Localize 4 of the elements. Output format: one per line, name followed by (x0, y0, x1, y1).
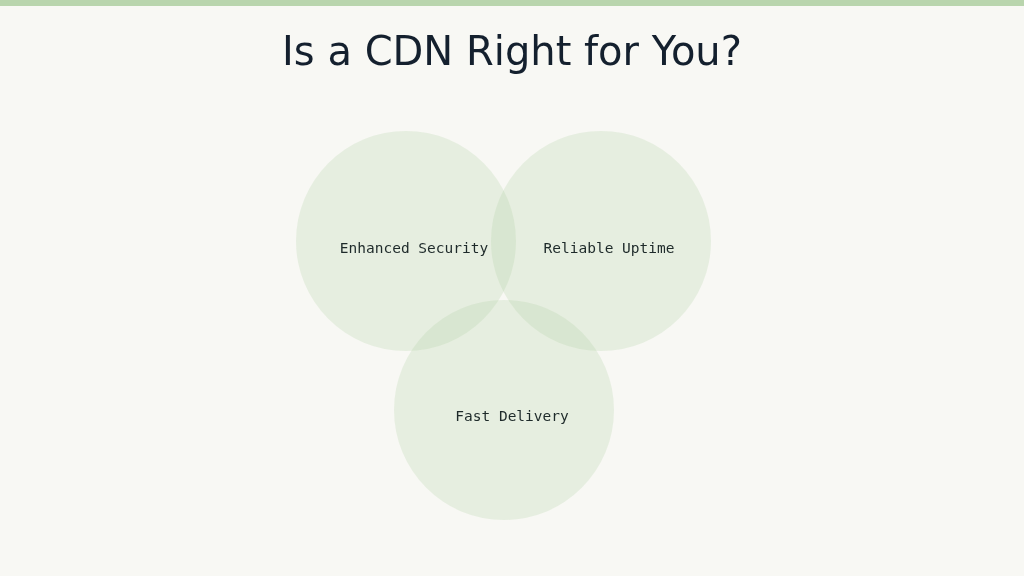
circle-label: Reliable Uptime (543, 240, 675, 256)
page-title: Is a CDN Right for You? (282, 28, 742, 74)
circle-label: Enhanced Security (339, 240, 489, 256)
circle-label: Fast Delivery (455, 408, 569, 424)
